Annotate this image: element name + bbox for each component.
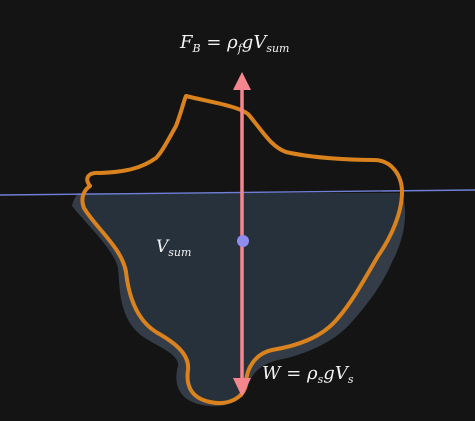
- body-outline: [80, 94, 404, 405]
- arrow-down-icon: [233, 378, 251, 397]
- weight-label: W = ρsgVs: [262, 363, 354, 386]
- buoyancy-force-label: FB = ρfgVsum: [179, 32, 290, 55]
- arrow-up-icon: [233, 72, 251, 90]
- waterline: [0, 189, 475, 196]
- submerged-volume-label: Vsum: [156, 237, 191, 259]
- centroid-dot-icon: [237, 235, 249, 247]
- submerged-region: [72, 193, 406, 407]
